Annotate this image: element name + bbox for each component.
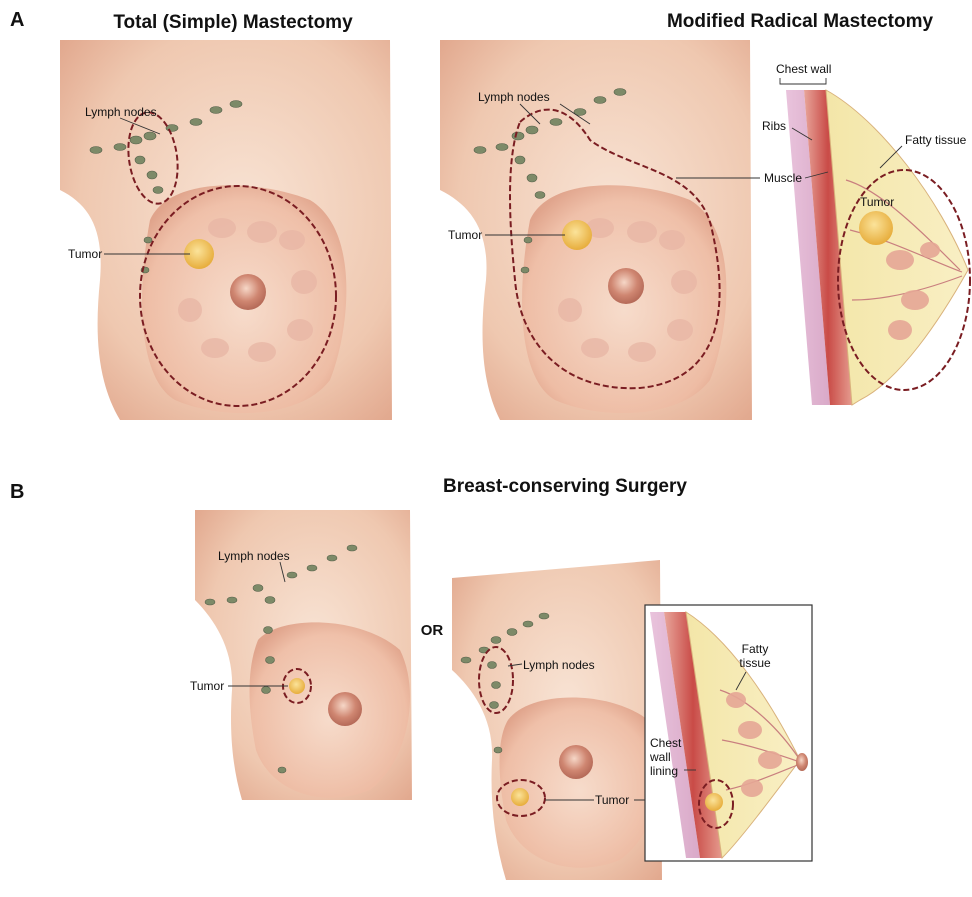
chest-label: Chest [650,736,682,750]
lymph-nodes-label: Lymph nodes [218,549,290,563]
lymph-nodes-label: Lymph nodes [523,658,595,672]
tumor-label: Tumor [68,247,102,261]
wall-label: wall [649,750,671,764]
nipple [796,753,808,771]
cross-section-b: Fatty tissue Chest wall lining [645,605,812,861]
ribs-label: Ribs [762,119,786,133]
muscle-label: Muscle [764,171,802,185]
tumor-label: Tumor [190,679,224,693]
nipple [230,274,266,310]
chest-wall-label: Chest wall [776,62,831,76]
nipple [608,268,644,304]
panel-a-right-title: Modified Radical Mastectomy [667,11,933,32]
panel-b-title: Breast-conserving Surgery [443,476,687,497]
nipple [328,692,362,726]
modified-radical-mastectomy-illustration: Lymph nodes Tumor [440,40,760,420]
total-mastectomy-illustration: Lymph nodes Tumor [60,40,392,420]
nipple [559,745,593,779]
fatty-label: Fatty [742,642,769,656]
lining-label: lining [650,764,678,778]
panel-a-letter: A [10,9,24,31]
cross-section-a: Chest wall Ribs Muscle Fatty tissue Tumo… [762,62,970,405]
tissue-label: tissue [739,656,771,670]
or-label: OR [421,622,444,639]
breast-conserving-illustration-1: Lymph nodes Tumor [190,510,412,800]
panel-b-letter: B [10,481,24,503]
tumor [859,211,893,245]
tumor [511,788,529,806]
fatty-tissue-label: Fatty tissue [905,133,967,147]
tumor-label: Tumor [595,793,629,807]
panel-a-left-title: Total (Simple) Mastectomy [113,12,353,33]
tumor [705,793,723,811]
tumor [562,220,592,250]
tumor [289,678,305,694]
tumor-label: Tumor [448,228,482,242]
tumor-label: Tumor [860,195,894,209]
lymph-nodes-label: Lymph nodes [85,105,157,119]
lymph-nodes-label: Lymph nodes [478,90,550,104]
